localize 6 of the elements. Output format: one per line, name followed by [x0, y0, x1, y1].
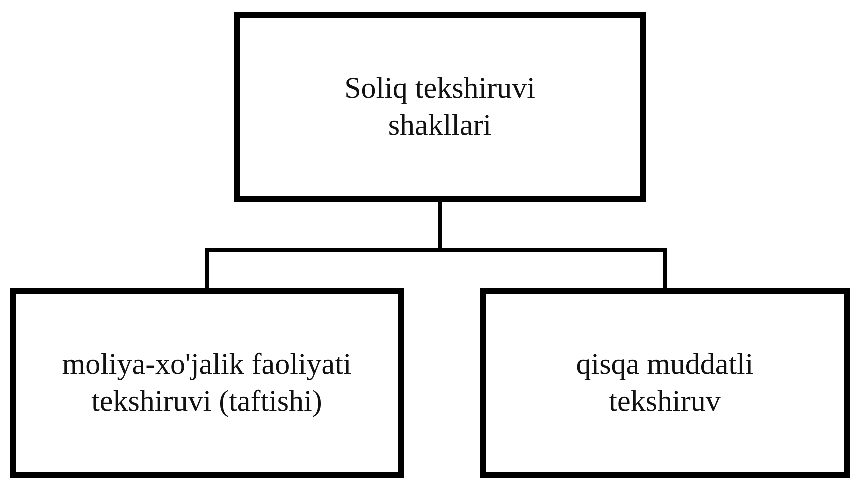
box-label: Soliq tekshiruvi shakllari: [344, 70, 536, 144]
category-box: [234, 12, 646, 202]
category-box: [480, 288, 850, 478]
category-box: [10, 288, 404, 478]
box-label: moliya-xo'jalik faoliyati tekshiruvi (taftishi): [61, 346, 353, 420]
box-label: qisqa muddatli tekshiruv: [575, 346, 755, 420]
